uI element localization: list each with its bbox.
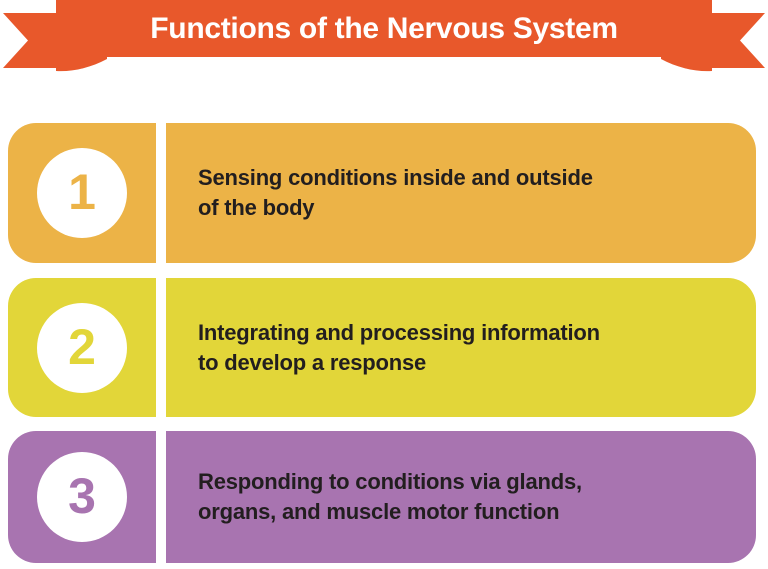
text-line-2: to develop a response [198,349,427,375]
function-row-1: 1 Sensing conditions inside and outside … [0,123,768,263]
ribbon-tail-left-icon [3,13,56,68]
text-line-1: Responding to conditions via glands, [198,469,582,494]
ribbon-fold-right-icon [661,56,712,72]
step-number-2: 2 [68,318,96,375]
function-row-3: 3 Responding to conditions via glands, o… [0,431,768,563]
text-line-1: Sensing conditions inside and outside [198,165,593,190]
ribbon-band [56,0,712,57]
step-number-badge-1: 1 [8,123,156,263]
ribbon-tail-right-icon [712,13,765,68]
function-text-panel-1: Sensing conditions inside and outside of… [166,123,756,263]
step-circle-2: 2 [37,302,127,393]
text-line-1: Integrating and processing information [198,319,600,345]
text-line-2: of the body [198,195,315,220]
step-number-badge-2: 2 [8,278,156,417]
function-text-panel-2: Integrating and processing information t… [166,278,756,417]
step-circle-3: 3 [37,452,127,542]
ribbon-fold-left-icon [56,56,107,72]
ribbon-banner [3,0,765,72]
step-number-1: 1 [68,164,96,220]
banner-title: Functions of the Nervous System [150,11,618,45]
function-row-2: 2 Integrating and processing information… [0,278,768,417]
step-number-badge-3: 3 [8,431,156,563]
function-text-panel-3: Responding to conditions via glands, org… [166,431,756,563]
text-line-2: organs, and muscle motor function [198,499,560,524]
step-number-3: 3 [68,468,96,524]
step-circle-1: 1 [37,148,127,238]
